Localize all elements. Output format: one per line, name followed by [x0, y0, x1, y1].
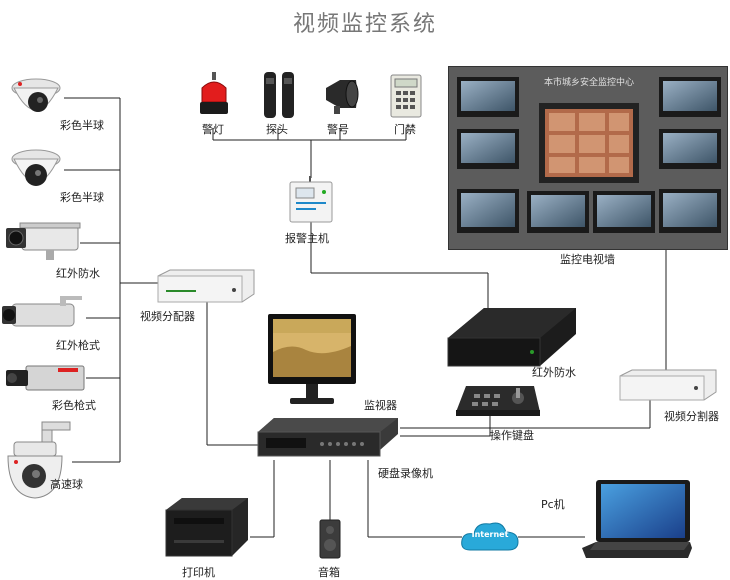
tv-wall-banner: 本市城乡安全监控中心 — [543, 78, 634, 88]
dome-camera-icon — [11, 78, 61, 112]
video-distributor-icon — [157, 269, 255, 303]
siren-icon — [326, 80, 359, 114]
camera-3 — [2, 218, 82, 262]
siren — [322, 76, 360, 116]
access-control-label: 门禁 — [394, 123, 416, 136]
dvr-label: 硬盘录像机 — [378, 467, 433, 480]
tv-wall: 本市城乡安全监控中心 — [448, 66, 728, 250]
box-camera-icon — [6, 365, 85, 391]
detector-label: 探头 — [266, 123, 288, 136]
speed-dome-icon — [7, 421, 71, 499]
camera-label-1: 彩色半球 — [60, 119, 104, 132]
alarm-light-label: 警灯 — [202, 123, 224, 136]
printer — [160, 496, 250, 560]
video-splitter — [618, 368, 718, 402]
detector — [262, 70, 296, 122]
monitor — [266, 312, 358, 410]
cloud-icon — [461, 522, 519, 551]
control-keyboard — [454, 382, 542, 418]
camera-2 — [6, 143, 66, 199]
camera-label-2: 彩色半球 — [60, 191, 104, 204]
camera-5 — [2, 362, 88, 394]
alarm-host — [288, 176, 334, 224]
camera-6 — [2, 418, 74, 502]
detector-icon — [264, 72, 294, 118]
ir-waterproof-camera-icon — [6, 222, 81, 260]
dvr-icon — [257, 418, 398, 457]
control-keyboard-label: 操作键盘 — [490, 429, 534, 442]
tv-wall-label: 监控电视墙 — [560, 253, 615, 266]
camera-label-6: 高速球 — [50, 478, 83, 491]
siren-label: 警号 — [327, 123, 349, 136]
video-distributor-label: 视频分配器 — [140, 310, 195, 323]
camera-4 — [0, 294, 86, 338]
access-control-icon — [390, 74, 422, 118]
rack-unit — [444, 304, 578, 370]
internet-label: Internet — [471, 530, 509, 539]
camera-label-3: 红外防水 — [56, 267, 100, 280]
laptop-icon — [582, 480, 692, 558]
video-distributor — [156, 268, 256, 304]
alarm-host-label: 报警主机 — [285, 232, 329, 245]
camera-label-5: 彩色枪式 — [52, 399, 96, 412]
dome-camera-icon — [11, 149, 61, 186]
speaker — [318, 518, 342, 560]
rack-unit-icon — [447, 308, 576, 367]
printer-icon — [165, 498, 248, 557]
alarm-light — [198, 72, 230, 118]
dvr — [252, 414, 400, 462]
speaker-icon — [319, 519, 341, 559]
video-splitter-icon — [619, 369, 717, 401]
monitor-icon — [268, 314, 356, 404]
diagram-title: 视频监控系统 — [292, 12, 437, 37]
control-keyboard-icon — [456, 386, 540, 416]
rack-unit-label: 红外防水 — [532, 366, 576, 379]
camera-label-4: 红外枪式 — [56, 339, 100, 352]
alarm-light-icon — [200, 72, 228, 114]
ir-bullet-camera-icon — [2, 296, 82, 327]
pc-label: Pc机 — [541, 498, 565, 511]
camera-1 — [6, 70, 66, 126]
internet-cloud: Internet — [458, 518, 522, 556]
monitor-label: 监视器 — [364, 399, 397, 412]
alarm-host-icon — [289, 176, 333, 223]
tv-wall-screens — [457, 77, 721, 233]
speaker-label: 音箱 — [318, 566, 340, 579]
printer-label: 打印机 — [182, 566, 215, 579]
pc-laptop — [580, 478, 694, 562]
video-splitter-label: 视频分割器 — [664, 410, 719, 423]
access-control — [390, 74, 422, 118]
